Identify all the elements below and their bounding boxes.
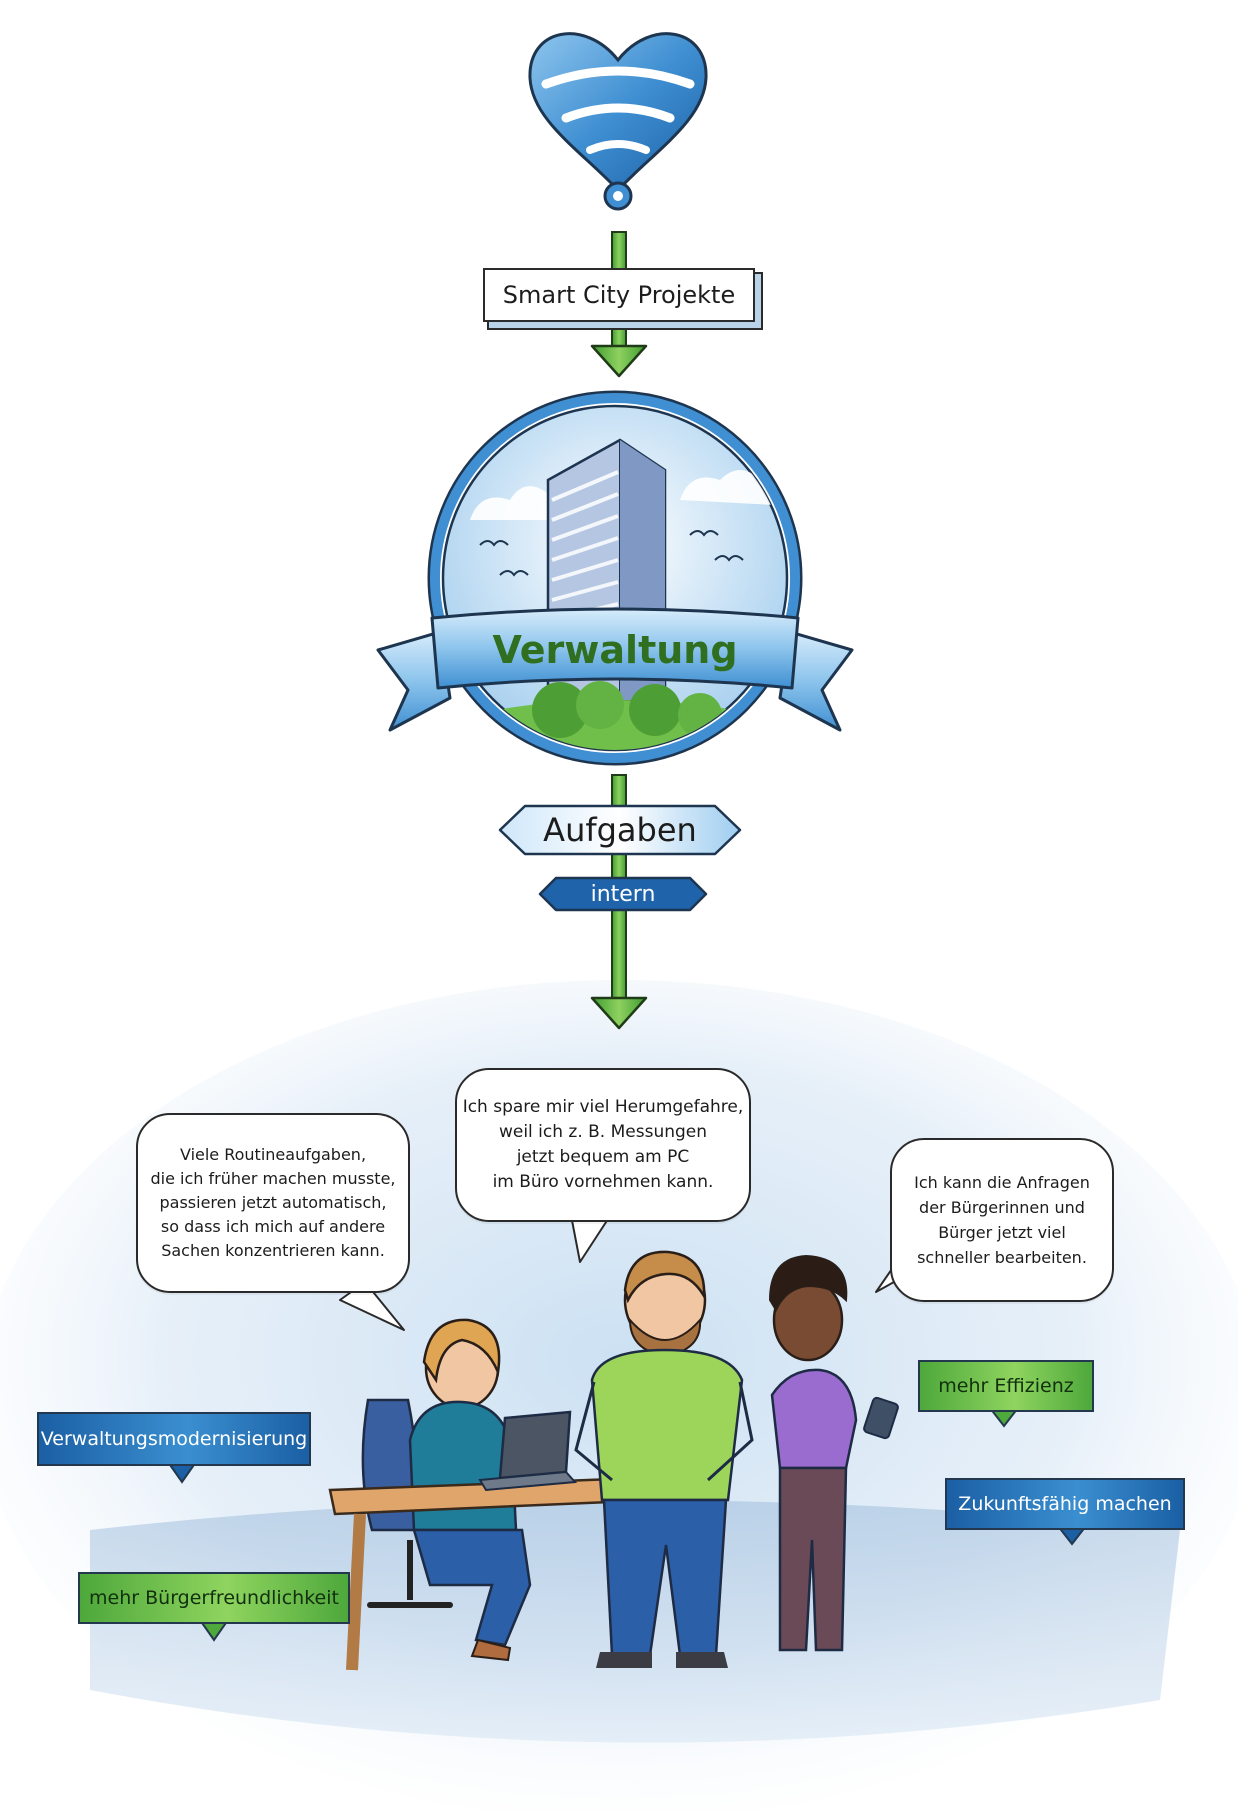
laptop-icon bbox=[478, 1410, 578, 1492]
signpost-sub-label: intern bbox=[590, 881, 656, 907]
tag-zukunftsfaehig: Zukunftsfähig machen bbox=[945, 1478, 1185, 1530]
tag-buergerfreundlichkeit-label: mehr Bürgerfreundlichkeit bbox=[89, 1587, 339, 1609]
emblem-banner: Verwaltung bbox=[450, 618, 780, 682]
heart-wifi-icon bbox=[528, 32, 708, 211]
man-standing bbox=[574, 1250, 754, 1668]
tag-buergerfreundlichkeit: mehr Bürgerfreundlichkeit bbox=[78, 1572, 350, 1624]
woman-standing bbox=[768, 1254, 858, 1652]
smart-city-sign: Smart City Projekte bbox=[483, 268, 755, 322]
speech-bubble-right-text: Ich kann die Anfragen der Bürgerinnen un… bbox=[914, 1173, 1090, 1267]
signpost-main-label: Aufgaben bbox=[543, 811, 697, 849]
signpost-sub: intern bbox=[556, 878, 690, 910]
speech-bubble-left: Viele Routineaufgaben, die ich früher ma… bbox=[136, 1113, 410, 1293]
tag-verwaltungsmodernisierung: Verwaltungsmodernisierung bbox=[37, 1412, 311, 1466]
tag-verwaltungsmodernisierung-label: Verwaltungsmodernisierung bbox=[40, 1428, 308, 1450]
tag-effizienz: mehr Effizienz bbox=[918, 1360, 1094, 1412]
smartphone-icon bbox=[863, 1396, 899, 1440]
speech-bubble-left-text: Viele Routineaufgaben, die ich früher ma… bbox=[150, 1145, 396, 1260]
arrow-down-icon bbox=[498, 774, 742, 1030]
tag-zukunftsfaehig-label: Zukunftsfähig machen bbox=[958, 1493, 1172, 1515]
speech-bubble-center: Ich spare mir viel Herumgefahre, weil ic… bbox=[455, 1068, 751, 1222]
emblem-banner-label: Verwaltung bbox=[492, 628, 738, 672]
building-icon bbox=[376, 390, 854, 766]
speech-bubble-right: Ich kann die Anfragen der Bürgerinnen un… bbox=[890, 1138, 1114, 1302]
speech-bubble-center-text: Ich spare mir viel Herumgefahre, weil ic… bbox=[462, 1097, 744, 1192]
smart-city-sign-label: Smart City Projekte bbox=[502, 281, 736, 309]
tag-effizienz-label: mehr Effizienz bbox=[938, 1375, 1074, 1397]
signpost-main: Aufgaben bbox=[525, 806, 715, 854]
